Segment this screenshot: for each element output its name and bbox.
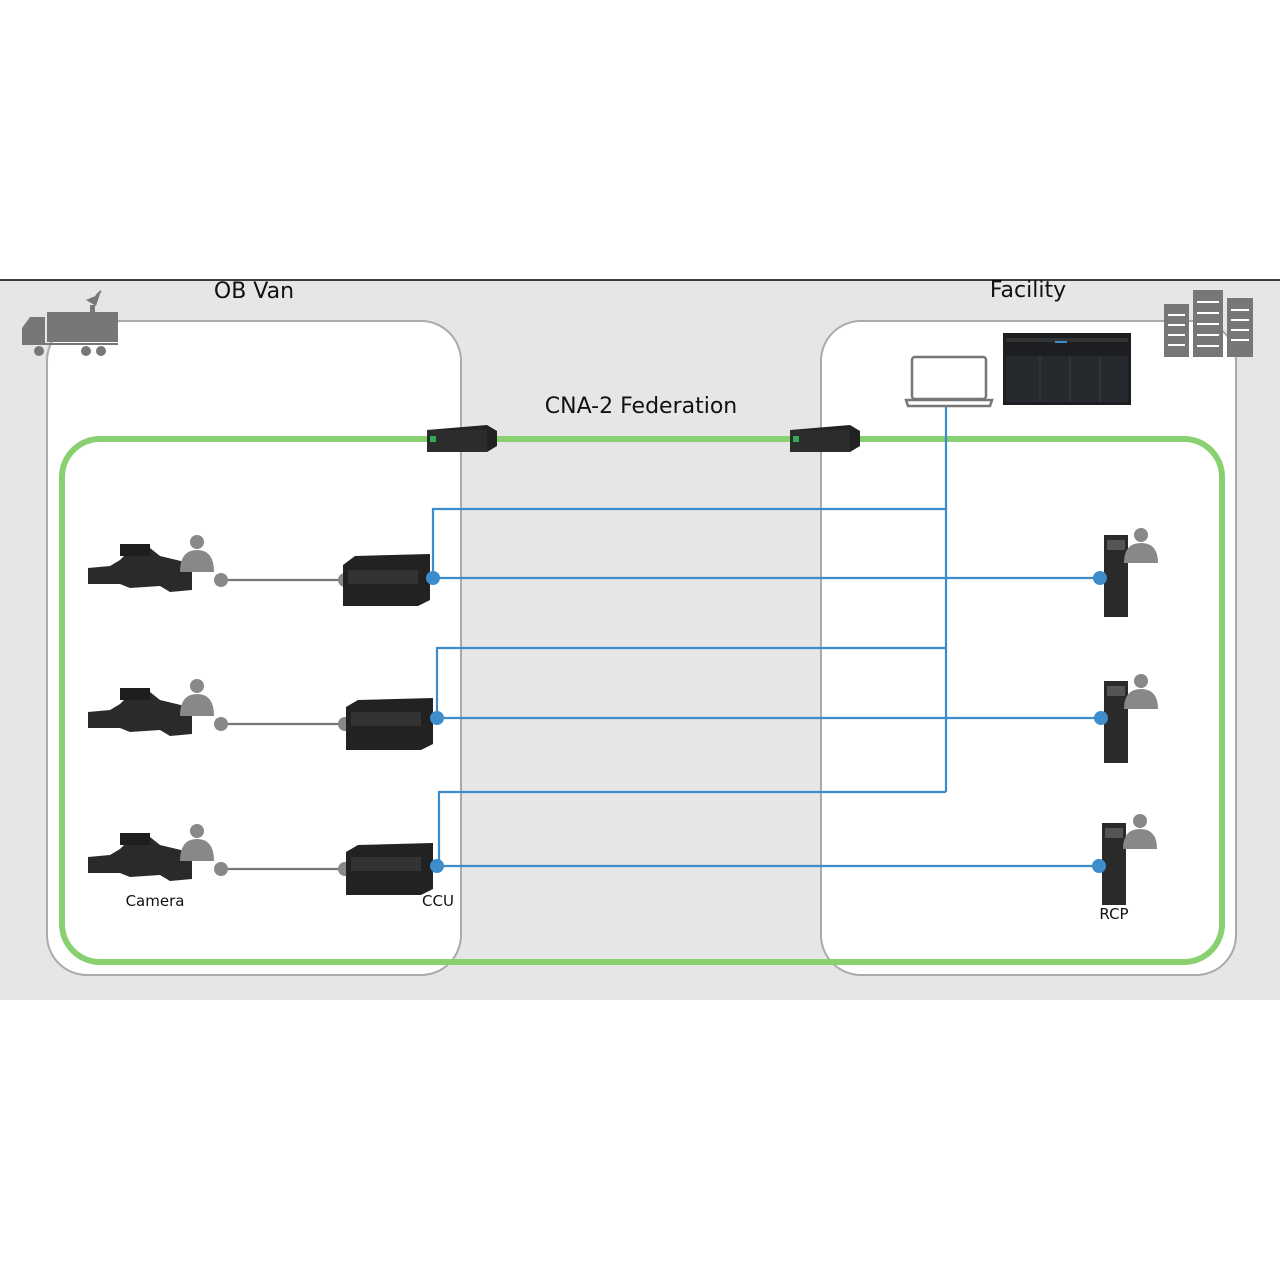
camera-icon	[88, 688, 192, 736]
network-links	[431, 407, 1100, 868]
operator-icon	[1124, 528, 1158, 563]
ccu-label: CCU	[422, 892, 454, 910]
row-3	[88, 814, 1157, 905]
operator-icon	[180, 535, 214, 572]
ccu-icon	[343, 554, 430, 606]
ccu-icon	[346, 698, 433, 750]
operator-icon	[1123, 814, 1157, 849]
ob-van-label: OB Van	[214, 279, 294, 304]
operator-icon	[180, 679, 214, 716]
rcp-icon	[1104, 535, 1128, 617]
row-2	[88, 674, 1158, 763]
control-line-2	[435, 646, 946, 718]
operator-icon	[180, 824, 214, 861]
truck-icon	[22, 290, 118, 356]
cna2-network-ring	[59, 436, 1225, 965]
cna2-unit-ob-van	[427, 425, 497, 452]
rcp-icon	[1104, 681, 1128, 763]
control-line-1	[431, 507, 946, 578]
management-software-screenshot	[1003, 333, 1131, 405]
camera-icon	[88, 833, 192, 881]
row-1	[88, 528, 1158, 617]
rcp-label: RCP	[1099, 905, 1128, 923]
operator-icon	[1124, 674, 1158, 709]
ccu-icon	[346, 843, 433, 895]
camera-icon	[88, 544, 192, 592]
cna2-unit-facility	[790, 425, 860, 452]
rcp-icon	[1102, 823, 1126, 905]
control-line-3	[437, 790, 946, 866]
facility-label: Facility	[990, 278, 1066, 303]
laptop-icon	[904, 355, 994, 408]
federation-title: CNA-2 Federation	[545, 394, 737, 419]
camera-label: Camera	[126, 892, 185, 910]
building-icon	[1164, 290, 1253, 357]
